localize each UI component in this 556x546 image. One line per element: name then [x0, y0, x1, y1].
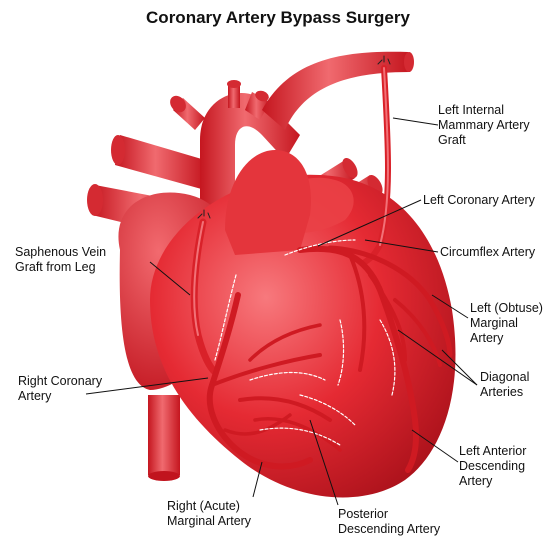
- label-left-coronary-artery: Left Coronary Artery: [423, 193, 535, 208]
- label-circumflex-artery: Circumflex Artery: [440, 245, 535, 260]
- diagram-title: Coronary Artery Bypass Surgery: [0, 8, 556, 28]
- label-acute-marginal-artery: Right (Acute)Marginal Artery: [167, 499, 251, 529]
